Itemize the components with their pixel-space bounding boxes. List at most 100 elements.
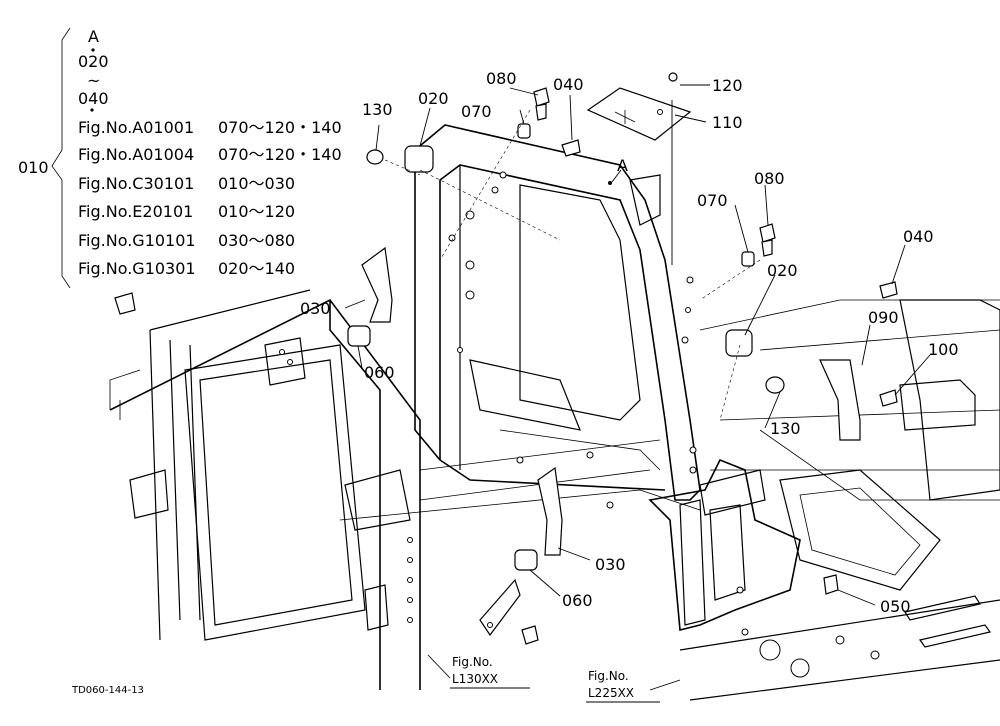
- callout-A: A: [617, 156, 628, 175]
- right-housing: [899, 299, 1000, 501]
- assembly-guide-lines: [384, 109, 761, 421]
- bolt-040-upper: [561, 139, 581, 157]
- legend-fig-2: Fig.No.A01004: [78, 145, 194, 164]
- callout-080-right: 080: [754, 169, 785, 188]
- floor-hole-3: [835, 635, 845, 645]
- console-hole-3: [736, 586, 744, 594]
- lower-bracket-hole: [487, 622, 493, 628]
- leader-070b: [734, 204, 749, 253]
- cap-130-right: [765, 376, 785, 394]
- hardware-parts: [114, 72, 898, 645]
- part-110-plate: [586, 87, 692, 265]
- panel-hole-6: [499, 171, 507, 179]
- floor-hole-1: [759, 639, 781, 661]
- leader-060a: [357, 345, 363, 369]
- bolt-080-right-shank: [761, 239, 773, 257]
- callout-120: 120: [712, 76, 743, 95]
- leader-A: [611, 169, 622, 183]
- legend-range-4: 010～120: [218, 202, 295, 221]
- bolt-100: [879, 389, 898, 407]
- panel-lower-recess: [469, 359, 581, 431]
- legend-callout-010: 010: [18, 158, 49, 177]
- panel-recess: [459, 165, 641, 470]
- console-body: [648, 458, 801, 632]
- callout-130-right: 130: [770, 419, 801, 438]
- deck-lines: [699, 299, 1000, 471]
- leader-060b: [529, 569, 561, 597]
- figure-references: Fig.No. L130XX Fig.No. L225XX: [450, 655, 660, 703]
- center-bracket: [344, 469, 411, 531]
- legend-range-3: 010～030: [218, 174, 295, 193]
- leader-090: [861, 324, 871, 366]
- callout-labels: 130 020 080 040 070 120 110 A 080 070 02…: [300, 69, 959, 616]
- callout-070-right: 070: [697, 191, 728, 210]
- legend-block: 010 A 020 ~ 040 Fig.No.A01001 070～120・14…: [18, 27, 342, 289]
- ref-fig-l225-line1: Fig.No.: [588, 669, 629, 683]
- plate-hole: [657, 109, 663, 115]
- frame-hole-2: [407, 557, 413, 563]
- ref-fig-l225-line2: L225XX: [588, 686, 634, 700]
- deck-hole-1: [516, 456, 524, 464]
- panel-hole-7: [457, 347, 463, 353]
- legend-fig-1: Fig.No.A01001: [78, 118, 194, 137]
- legend-range-2: 070～120・140: [218, 145, 342, 164]
- legend-range-5: 030～080: [218, 231, 295, 250]
- bolt-080-upper: [533, 87, 550, 107]
- panel-hole-4: [448, 234, 456, 242]
- frame-bracket-left: [129, 469, 169, 519]
- frame-window-inner: [199, 359, 353, 626]
- callout-100: 100: [928, 340, 959, 359]
- panel-hole-5: [491, 186, 499, 194]
- leader-020a: [419, 107, 431, 147]
- panel-bottom-rib: [499, 429, 661, 471]
- leader-030a: [344, 299, 366, 309]
- leader-040b: [891, 244, 906, 285]
- ref-point-A: [608, 181, 612, 185]
- legend-range-tilde: ~: [87, 71, 100, 90]
- bracket-030-lower: [537, 466, 563, 556]
- bolt-080-upper-shank: [535, 103, 547, 121]
- leader-lines: [344, 84, 931, 691]
- cap-130-upper: [366, 149, 384, 165]
- panel-hole-10: [685, 307, 691, 313]
- floor-lines: [679, 599, 1000, 701]
- callout-090: 090: [868, 308, 899, 327]
- frame-window: [184, 344, 366, 641]
- leader-100: [894, 354, 931, 396]
- damper-060-upper: [347, 325, 371, 347]
- panel-top-bracket: [629, 174, 661, 226]
- console-slot: [709, 504, 746, 601]
- cushion-020-right: [725, 329, 753, 357]
- hinge-hole-2: [287, 359, 293, 365]
- callout-030-upper: 030: [300, 299, 331, 318]
- frame-lower-bracket: [479, 578, 521, 637]
- frame-hinge-plate: [264, 337, 306, 386]
- bolt-lower-bracket: [521, 625, 539, 645]
- hinge-hole-1: [279, 349, 285, 355]
- bracket-030-upper: [361, 246, 393, 323]
- deck-hole-3: [606, 501, 614, 509]
- leader-130a: [375, 124, 380, 151]
- legend-dot: [91, 48, 95, 52]
- bolt-left-frame: [114, 292, 136, 315]
- floor-hole-2: [790, 658, 810, 678]
- leader-080a: [509, 87, 539, 96]
- bracket-090: [819, 359, 861, 441]
- callout-060-lower: 060: [562, 591, 593, 610]
- leader-020b: [744, 274, 776, 336]
- center-deck: [339, 439, 701, 521]
- legend-brace: [51, 27, 71, 289]
- bolt-050: [823, 574, 839, 595]
- floor-slot-2: [918, 624, 992, 648]
- frame-hole-1: [407, 537, 413, 543]
- callout-130-upper: 130: [362, 100, 393, 119]
- ref-fig-l130-line1: Fig.No.: [452, 655, 493, 669]
- panel-hole-9: [686, 276, 694, 284]
- floor-hole-5: [741, 628, 749, 636]
- frame-hole-5: [407, 617, 413, 623]
- panel-left-edge: [414, 150, 441, 461]
- panel-hole-8: [681, 336, 689, 344]
- callout-050: 050: [880, 597, 911, 616]
- console-inner: [679, 499, 706, 626]
